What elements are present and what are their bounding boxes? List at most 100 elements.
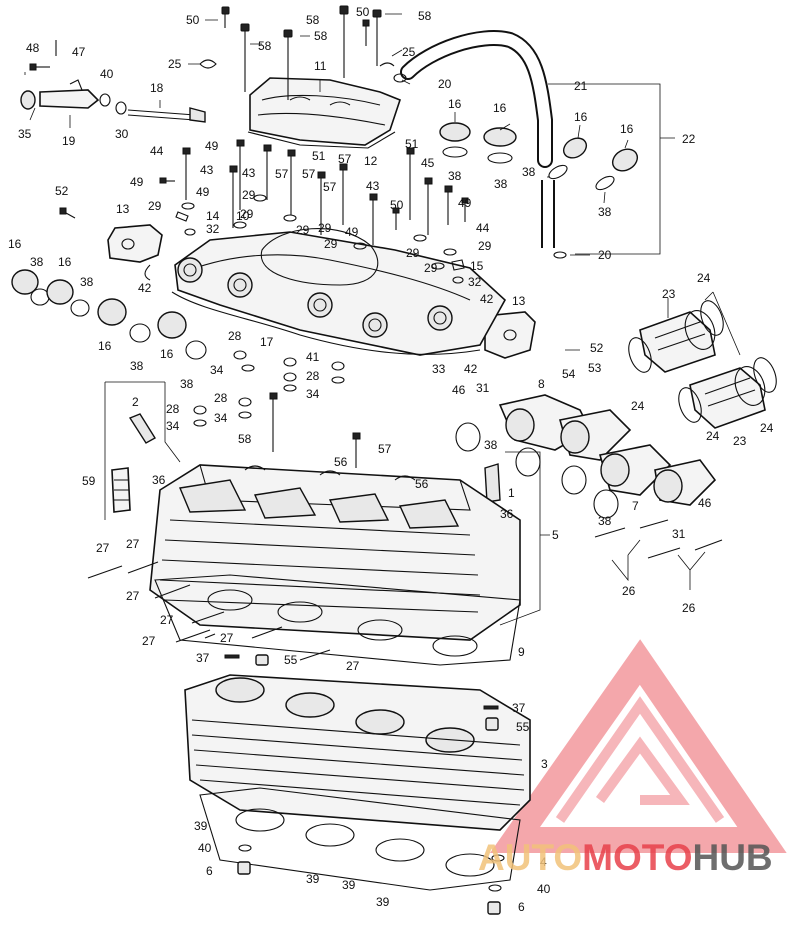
label-37-a: 37 xyxy=(196,651,210,665)
label-59: 59 xyxy=(82,474,96,488)
label-25-a: 25 xyxy=(168,57,182,71)
label-36-b: 36 xyxy=(500,507,514,521)
label-5: 5 xyxy=(552,528,559,542)
small-bolt-52-upper xyxy=(59,207,76,219)
label-51-b: 51 xyxy=(405,137,419,151)
intake-orings-part-38 xyxy=(455,422,619,519)
label-6-b: 6 xyxy=(518,900,525,914)
label-37-b: 37 xyxy=(512,701,526,715)
label-48: 48 xyxy=(26,41,40,55)
label-29-b: 29 xyxy=(242,188,256,202)
label-24-b: 24 xyxy=(631,399,645,413)
label-55-b: 55 xyxy=(516,720,530,734)
label-39-a: 39 xyxy=(194,819,208,833)
label-58-c: 58 xyxy=(258,39,272,53)
cylinder-block-part-3 xyxy=(184,674,531,831)
label-27-b: 27 xyxy=(126,537,140,551)
label-2: 2 xyxy=(132,395,139,409)
label-50-a: 50 xyxy=(186,13,200,27)
label-26-b: 26 xyxy=(682,601,696,615)
label-8: 8 xyxy=(538,377,545,391)
label-40-a: 40 xyxy=(100,67,114,81)
dowels-part-14-15-32 xyxy=(175,211,465,284)
label-16-b: 16 xyxy=(493,101,507,115)
cylinder-head-outline-lead xyxy=(104,381,550,626)
label-58-e: 58 xyxy=(238,432,252,446)
hose-bands-part-24 xyxy=(628,300,777,423)
dowel-55-lower xyxy=(483,705,499,731)
label-56-b: 56 xyxy=(415,477,429,491)
label-16-f: 16 xyxy=(58,255,72,269)
label-4: 4 xyxy=(540,855,547,869)
cylinder-head-part-5 xyxy=(149,464,521,641)
label-38-g: 38 xyxy=(130,359,144,373)
label-49-b: 49 xyxy=(130,175,144,189)
label-27-c: 27 xyxy=(126,589,140,603)
label-44-a: 44 xyxy=(150,144,164,158)
label-21: 21 xyxy=(574,79,588,93)
label-55-a: 55 xyxy=(284,653,298,667)
watermark-hub: HUB xyxy=(692,837,772,878)
watermark-brand-text: AUTOMOTOHUB xyxy=(478,837,773,878)
label-23-a: 23 xyxy=(662,287,676,301)
head-cover-part-11 xyxy=(249,77,401,146)
label-57-e: 57 xyxy=(378,442,392,456)
label-50-c: 50 xyxy=(390,198,404,212)
label-20-b: 20 xyxy=(598,248,612,262)
label-10: 10 xyxy=(236,209,250,223)
label-7: 7 xyxy=(632,499,639,513)
rocker-arm-left-part-13 xyxy=(107,224,163,281)
label-24-d: 24 xyxy=(706,429,720,443)
label-56-a: 56 xyxy=(334,455,348,469)
label-30: 30 xyxy=(115,127,129,141)
label-24-a: 24 xyxy=(697,271,711,285)
label-29-h: 29 xyxy=(478,239,492,253)
label-32-a: 32 xyxy=(468,275,482,289)
base-gasket-part-39 xyxy=(199,787,521,891)
clip-part-25 xyxy=(199,59,395,69)
plug-cap-part-1 xyxy=(484,463,501,503)
label-18: 18 xyxy=(150,81,164,95)
label-34-a: 34 xyxy=(210,363,224,377)
label-39-b: 39 xyxy=(306,872,320,886)
rocker-arm-right-part-13 xyxy=(484,311,536,359)
label-31-b: 31 xyxy=(672,527,686,541)
label-16-e: 16 xyxy=(8,237,22,251)
label-46-a: 46 xyxy=(452,383,466,397)
label-49-e: 49 xyxy=(345,225,359,239)
label-45: 45 xyxy=(421,156,435,170)
label-43-c: 43 xyxy=(366,179,380,193)
label-34-d: 34 xyxy=(214,411,228,425)
label-16-d: 16 xyxy=(620,122,634,136)
breather-hose-part-21 xyxy=(400,30,555,248)
hose-clamp-part-20 xyxy=(393,73,567,259)
studs-part-27 xyxy=(87,561,331,661)
long-bolt-58 xyxy=(269,392,278,452)
label-44-b: 44 xyxy=(476,221,490,235)
label-1: 1 xyxy=(508,486,515,500)
studs-part-26 xyxy=(594,519,723,559)
label-54: 54 xyxy=(562,367,576,381)
head-gasket-part-9 xyxy=(154,574,521,666)
label-13-b: 13 xyxy=(512,294,526,308)
label-50-b: 50 xyxy=(356,5,370,19)
label-33: 33 xyxy=(432,362,446,376)
label-17: 17 xyxy=(260,335,274,349)
bolt-57-lower xyxy=(352,432,361,468)
label-11: 11 xyxy=(314,59,327,73)
label-16-h: 16 xyxy=(160,347,174,361)
orings-dowels-40-6 xyxy=(237,844,505,915)
label-38-a: 38 xyxy=(448,169,462,183)
label-42-a: 42 xyxy=(138,281,152,295)
watermark-logo xyxy=(489,639,787,853)
label-58-b: 58 xyxy=(418,9,432,23)
label-15: 15 xyxy=(470,259,484,273)
head-cover-gasket xyxy=(247,131,396,149)
label-3: 3 xyxy=(541,757,548,771)
cover-bolts xyxy=(221,5,382,100)
watermark-moto: MOTO xyxy=(582,837,692,878)
label-39-c: 39 xyxy=(342,878,356,892)
valve-washers xyxy=(193,350,345,427)
